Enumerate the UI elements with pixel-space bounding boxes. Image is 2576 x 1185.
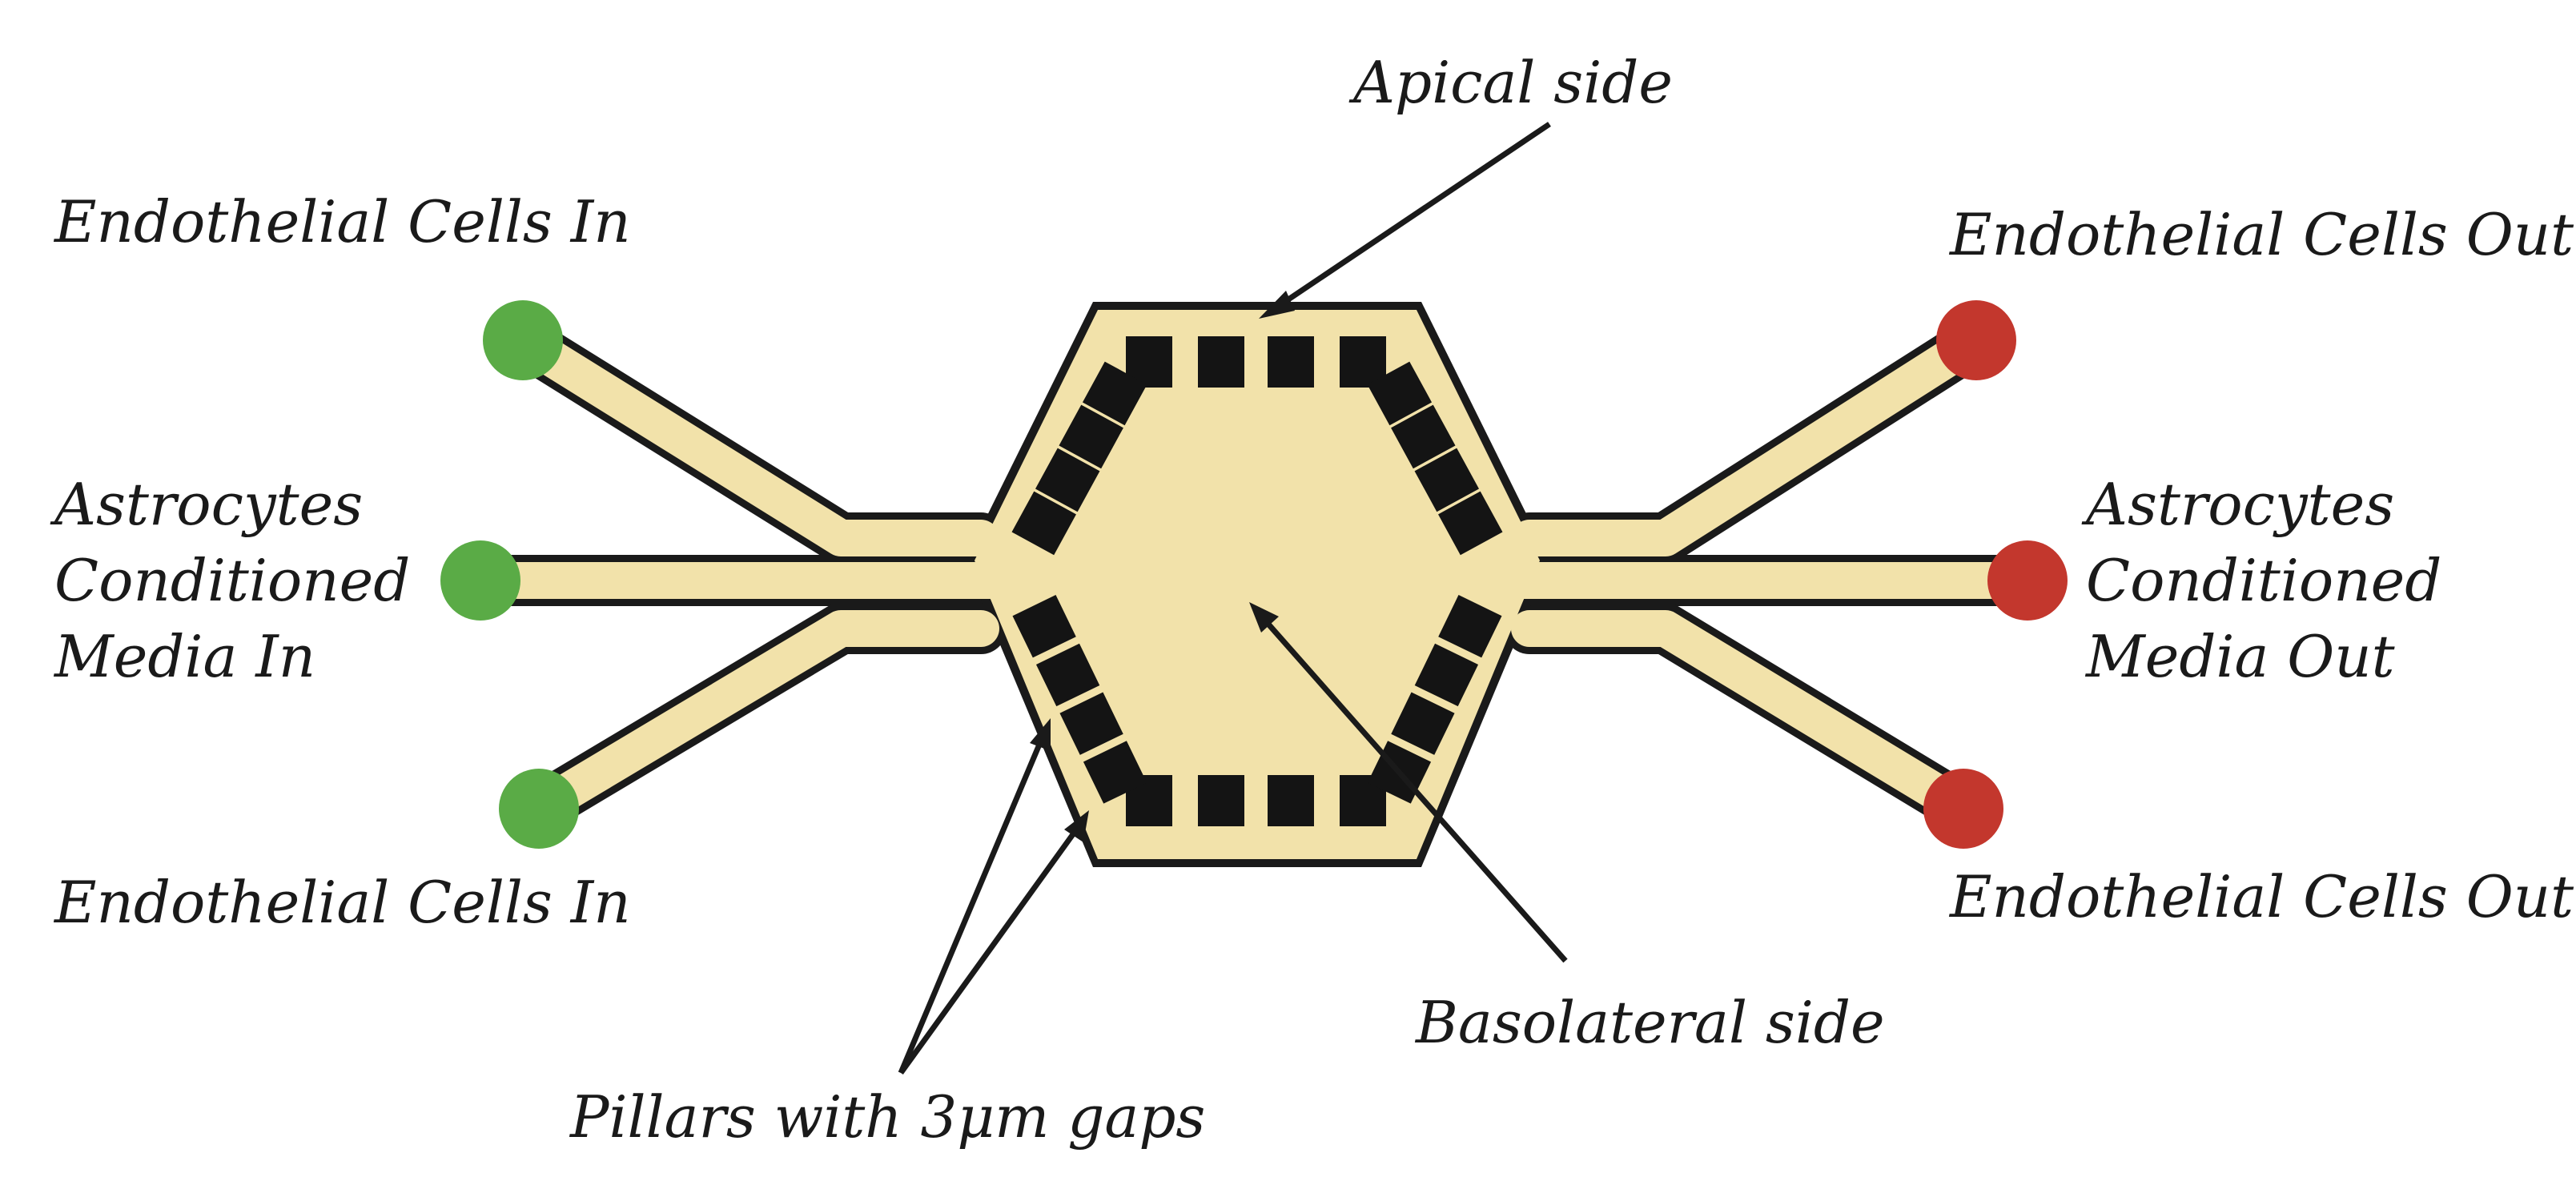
pillar-lower-right-2 bbox=[1414, 643, 1479, 707]
label-ec-out-bottom: Endothelial Cells Out bbox=[1948, 863, 2574, 930]
label-pillars: Pillars with 3μm gaps bbox=[569, 1083, 1205, 1151]
label-acm-out-line1: Astrocytes bbox=[2081, 471, 2394, 538]
pillar-bottom-3 bbox=[1268, 775, 1314, 826]
pillar-lower-left-1 bbox=[1012, 595, 1076, 658]
pillar-lower-left-2 bbox=[1035, 643, 1100, 707]
label-acm-out-line3: Media Out bbox=[2084, 623, 2396, 690]
label-ec-in-top: Endothelial Cells In bbox=[53, 188, 631, 255]
outlet-port-acm[interactable] bbox=[1987, 540, 2068, 621]
arrow-basolateral bbox=[1249, 602, 1568, 963]
pillar-array bbox=[1011, 336, 1503, 826]
label-acm-out-line2: Conditioned bbox=[2086, 547, 2441, 614]
pillar-upper-right-4 bbox=[1438, 491, 1503, 556]
inlet-port-acm[interactable] bbox=[440, 540, 520, 621]
pillar-upper-right-2 bbox=[1391, 404, 1456, 469]
label-acm-in: Astrocytes Conditioned Media In bbox=[50, 471, 428, 690]
label-acm-in-line3: Media In bbox=[53, 623, 315, 690]
outlet-port-ec-bottom[interactable] bbox=[1923, 769, 2003, 849]
arrow-pillars-upper bbox=[898, 718, 1051, 1075]
arrow-pillars-lower bbox=[898, 810, 1089, 1075]
pillar-bottom-2 bbox=[1198, 775, 1244, 826]
channel-fills bbox=[462, 322, 2046, 827]
arrow-apical bbox=[1259, 122, 1551, 319]
outlet-port-ec-top[interactable] bbox=[1936, 300, 2016, 380]
label-basolateral-side: Basolateral side bbox=[1414, 989, 1885, 1056]
label-acm-out: Astrocytes Conditioned Media Out bbox=[2081, 471, 2460, 690]
label-acm-in-line2: Conditioned bbox=[54, 547, 410, 614]
channel-ec-out-bottom bbox=[1511, 610, 1982, 827]
pillar-upper-left-3 bbox=[1035, 448, 1100, 512]
channel-ec-in-bottom bbox=[520, 610, 999, 827]
label-acm-in-line1: Astrocytes bbox=[50, 471, 363, 538]
pillar-lower-left-3 bbox=[1059, 692, 1123, 755]
pillar-lower-left-4 bbox=[1083, 741, 1147, 804]
channel-ec-in-top bbox=[504, 322, 999, 556]
pillar-upper-left-1 bbox=[1082, 361, 1147, 426]
pillar-top-2 bbox=[1198, 336, 1244, 388]
pillar-upper-right-3 bbox=[1414, 448, 1480, 512]
pillar-top-3 bbox=[1268, 336, 1314, 388]
pillar-upper-left-2 bbox=[1059, 404, 1123, 469]
label-apical-side: Apical side bbox=[1348, 49, 1673, 116]
label-ec-in-bottom: Endothelial Cells In bbox=[53, 869, 631, 936]
pillar-upper-left-4 bbox=[1011, 491, 1076, 556]
inlet-port-ec-top[interactable] bbox=[483, 300, 563, 380]
inlet-port-ec-bottom[interactable] bbox=[499, 769, 579, 849]
channel-ec-out-top bbox=[1511, 322, 1995, 556]
label-ec-out-top: Endothelial Cells Out bbox=[1948, 201, 2574, 268]
pillar-lower-right-1 bbox=[1438, 595, 1502, 658]
pillar-upper-right-1 bbox=[1367, 361, 1433, 426]
pillar-lower-right-3 bbox=[1391, 692, 1455, 755]
